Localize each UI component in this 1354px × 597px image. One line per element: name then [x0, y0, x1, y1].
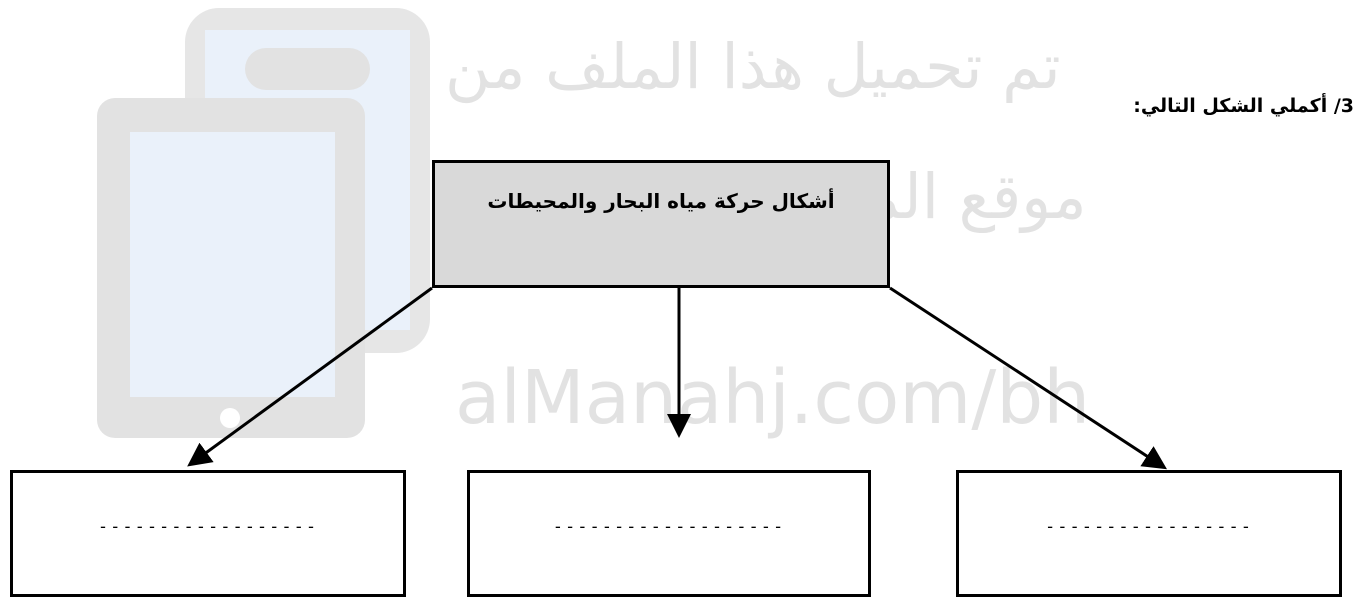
answer-box-right[interactable]: -----------------	[956, 470, 1342, 597]
arrow-to-right-box	[889, 286, 1168, 470]
watermark-line-1: تم تحميل هذا الملف من	[445, 30, 1061, 103]
question-title: 3/ أكملي الشكل التالي:	[1133, 95, 1354, 117]
answer-blank-middle: -------------------	[552, 517, 786, 537]
tablet-watermark-icon	[97, 8, 430, 438]
central-concept-text: أشكال حركة مياه البحار والمحيطات	[487, 189, 835, 213]
answer-box-middle[interactable]: -------------------	[467, 470, 871, 597]
answer-blank-right: -----------------	[1045, 517, 1253, 537]
arrow-to-left-box	[187, 286, 433, 467]
answer-box-left[interactable]: ------------------	[10, 470, 406, 597]
watermark-url: alManahj.com/bh	[455, 355, 1091, 441]
central-concept-box: أشكال حركة مياه البحار والمحيطات	[432, 160, 890, 288]
answer-blank-left: ------------------	[97, 517, 319, 537]
